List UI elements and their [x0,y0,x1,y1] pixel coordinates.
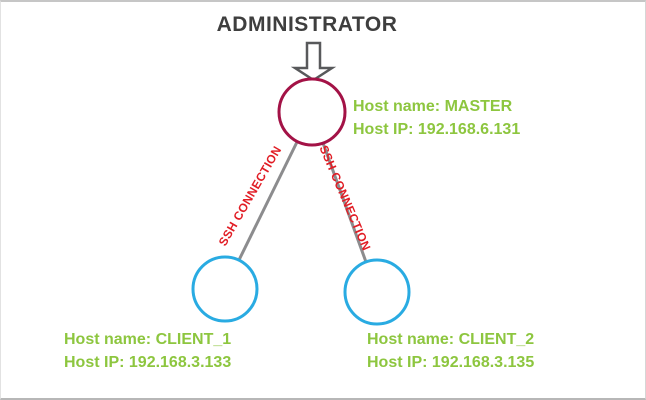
client2-node [343,258,411,326]
client1-host-label: Host name: CLIENT_1 Host IP: 192.168.3.1… [64,328,231,374]
master-host-label: Host name: MASTER Host IP: 192.168.6.131 [353,95,520,141]
master-host-ip: Host IP: 192.168.6.131 [353,121,521,138]
client1-host-ip: Host IP: 192.168.3.133 [64,354,232,371]
master-host-name: Host name: MASTER [353,98,513,115]
client1-node [191,255,259,323]
master-node [277,77,347,147]
down-arrow-icon [290,41,337,82]
administrator-title: ADMINISTRATOR [216,13,398,36]
client2-host-label: Host name: CLIENT_2 Host IP: 192.168.3.1… [367,328,534,374]
client2-host-ip: Host IP: 192.168.3.135 [367,354,535,371]
ssh-connection-line-left [237,141,299,261]
client1-host-name: Host name: CLIENT_1 [64,331,232,348]
client2-host-name: Host name: CLIENT_2 [367,331,535,348]
ssh-connection-line-right [321,142,368,263]
